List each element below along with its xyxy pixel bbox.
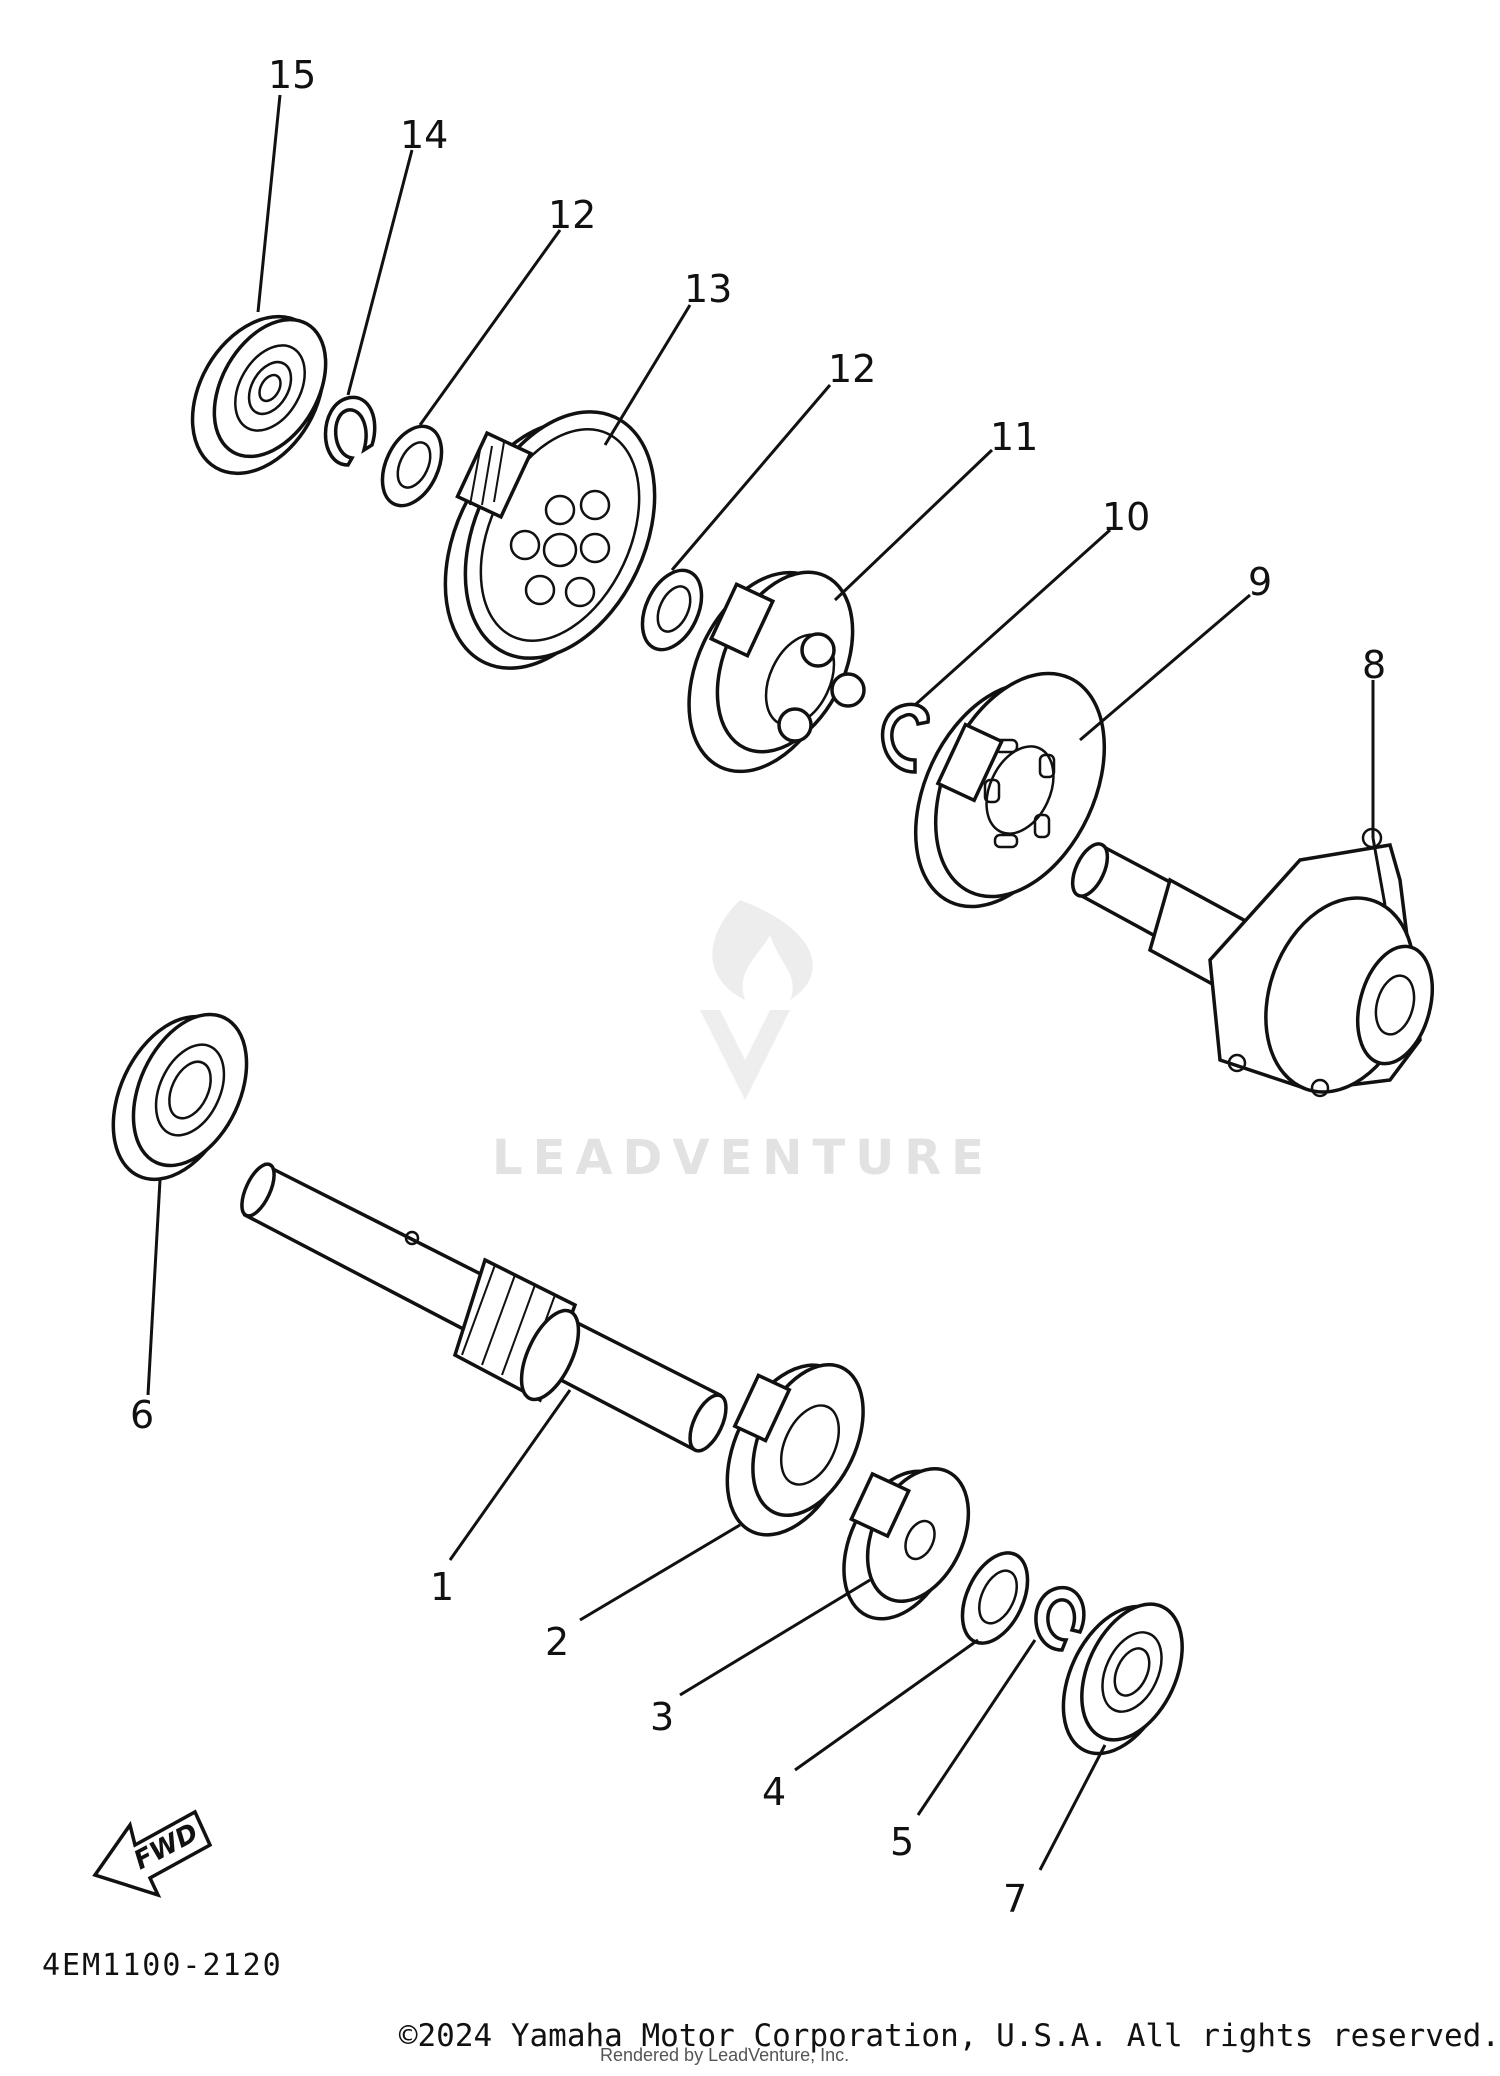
callout-10: 10 <box>1102 495 1150 539</box>
part-3-gear <box>842 1467 971 1621</box>
part-14-circlip <box>323 395 377 467</box>
watermark-logo <box>700 900 813 1100</box>
watermark-text: LEADVENTURE <box>492 1130 994 1186</box>
callout-8: 8 <box>1362 643 1386 687</box>
callout-11: 11 <box>990 415 1038 459</box>
rendered-by-notice: Rendered by LeadVenture, Inc. <box>600 2045 850 2065</box>
callout-12-upper: 12 <box>548 193 596 237</box>
callout-15: 15 <box>268 53 316 97</box>
part-6-bearing <box>111 1012 249 1182</box>
callout-6: 6 <box>130 1393 154 1437</box>
callout-2: 2 <box>545 1620 569 1664</box>
callout-12-lower: 12 <box>828 347 876 391</box>
part-9-gear <box>913 671 1107 909</box>
callout-numbers: 15 14 12 13 12 11 10 9 8 6 1 2 3 4 5 7 <box>130 53 1386 1921</box>
part-10-circlip <box>880 702 931 774</box>
part-5-circlip <box>1034 1585 1086 1652</box>
part-8-shaft-housing <box>1070 827 1434 1098</box>
callout-9: 9 <box>1248 560 1272 604</box>
part-12b-washer <box>640 568 704 652</box>
diagram-code: 4EM1100-2120 <box>42 1948 283 1983</box>
callout-1: 1 <box>430 1565 454 1609</box>
part-7-bearing <box>1061 1602 1184 1756</box>
callout-13: 13 <box>684 267 732 311</box>
callout-5: 5 <box>890 1820 914 1864</box>
fwd-arrow-icon: FWD <box>92 1809 213 1898</box>
leader-lines <box>146 94 1387 1871</box>
part-15-bearing <box>190 314 328 476</box>
part-2-dog-clutch <box>725 1362 865 1537</box>
copyright-notice: ©2024 Yamaha Motor Corporation, U.S.A. A… <box>398 2018 1500 2054</box>
part-4-washer <box>960 1551 1030 1645</box>
callout-14: 14 <box>400 113 448 157</box>
part-13-gear <box>443 410 657 670</box>
callout-7: 7 <box>1003 1877 1027 1921</box>
part-12a-washer <box>380 424 444 508</box>
part-11-clutch-hub <box>687 570 866 774</box>
part-1-main-shaft <box>240 1162 728 1453</box>
callout-3: 3 <box>650 1695 674 1739</box>
callout-4: 4 <box>762 1770 786 1814</box>
